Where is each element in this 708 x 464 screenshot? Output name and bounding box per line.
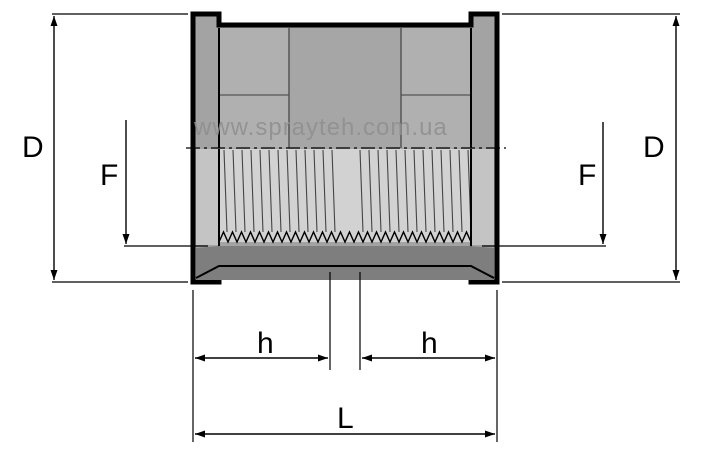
thread-line [304, 149, 309, 233]
label-h-right: h [421, 327, 438, 360]
thread-line [404, 149, 409, 233]
coupling-body [186, 11, 506, 285]
thread-line [395, 149, 400, 233]
upper-bore-left [219, 28, 289, 148]
thread-line [431, 149, 436, 233]
watermark-text: www.sprayteh.com.ua [193, 114, 448, 141]
thread-line [386, 149, 391, 233]
section-end-right [472, 149, 494, 245]
thread-line [377, 149, 382, 233]
upper-bore-right [401, 28, 471, 148]
thread-line [440, 149, 445, 233]
thread-line [286, 149, 291, 233]
thread-profile [218, 230, 472, 244]
extension-lines [52, 13, 680, 442]
thread-line [331, 149, 336, 233]
thread-line [449, 149, 454, 233]
thread-lines [223, 149, 472, 233]
label-D-left: D [22, 131, 44, 164]
label-D-right: D [643, 131, 665, 164]
thread-line [322, 149, 327, 233]
thread-line [277, 149, 282, 233]
section-end-left [196, 149, 218, 245]
label-L: L [337, 402, 354, 435]
thread-line [313, 149, 318, 233]
thread-line [268, 149, 273, 233]
thread-line [458, 149, 463, 233]
thread-line [359, 149, 364, 233]
thread-line [368, 149, 373, 233]
thread-line [223, 149, 228, 233]
label-h-left: h [257, 327, 274, 360]
thread-line [232, 149, 237, 233]
thread-line [295, 149, 300, 233]
upper-bore-center [289, 28, 401, 148]
thread-line [241, 149, 246, 233]
thread-line [250, 149, 255, 233]
label-F-left: F [100, 159, 118, 192]
thread-line [413, 149, 418, 233]
label-F-right: F [578, 159, 596, 192]
thread-line [259, 149, 264, 233]
thread-line [422, 149, 427, 233]
wall-section [196, 246, 494, 280]
wall-inner-profile [195, 265, 495, 279]
dimension-lines [50, 15, 680, 438]
